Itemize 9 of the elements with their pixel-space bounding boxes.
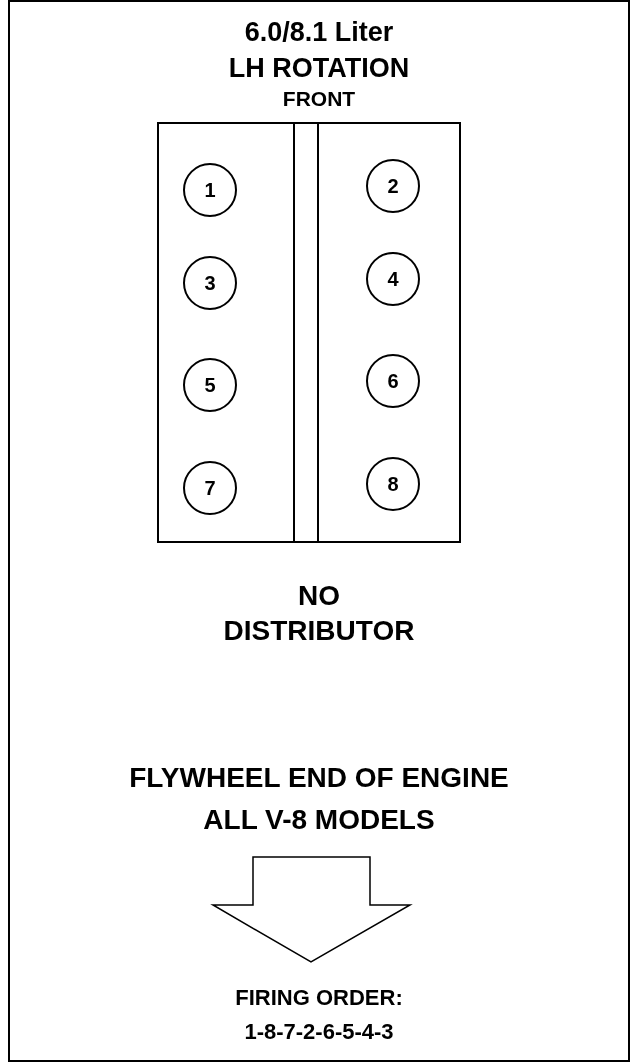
engine-block xyxy=(157,122,461,543)
text-label: NO DISTRIBUTOR xyxy=(222,579,416,648)
text-label: LH ROTATION xyxy=(228,52,410,85)
text-label: FIRING ORDER: xyxy=(235,984,403,1012)
text-label: ALL V-8 MODELS xyxy=(203,803,435,837)
title: 6.0/8.1 Liter xyxy=(244,16,394,49)
text-label: FLYWHEEL END OF ENGINE xyxy=(129,761,509,795)
text-label: 1-8-7-2-6-5-4-3 xyxy=(244,1018,394,1046)
text-label: FRONT xyxy=(282,86,356,112)
